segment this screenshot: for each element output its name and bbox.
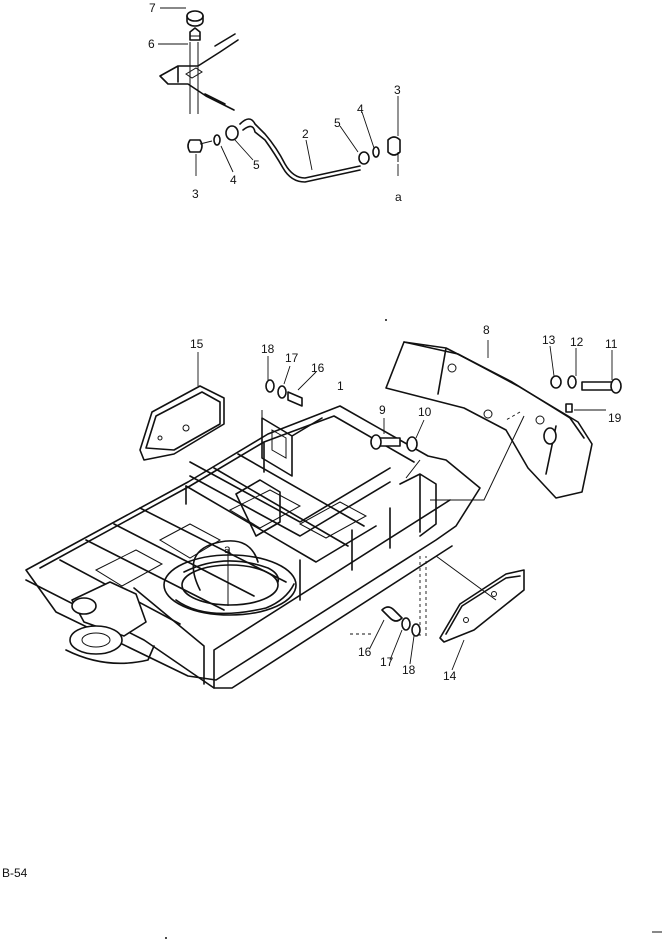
washer-part-13 (550, 375, 562, 389)
callout-12: 12 (570, 335, 584, 349)
page-reference: B-54 (2, 866, 28, 880)
callout-17-bottom: 17 (380, 655, 394, 669)
hardware-set (265, 345, 622, 665)
washer-part-4-left (213, 134, 221, 146)
nut-part-5-right (358, 151, 370, 165)
cover-part-15 (139, 352, 225, 461)
callout-11: 11 (605, 337, 618, 351)
scan-marks (165, 319, 662, 939)
washer-part-12 (567, 375, 577, 389)
callout-8: 8 (483, 323, 490, 337)
callout-labels: 7 6 3 4 5 2 5 4 3 a 15 18 17 16 1 8 13 1… (148, 1, 622, 683)
callout-a-upper: a (395, 190, 402, 204)
reference-lines (261, 410, 525, 601)
cover-part-14 (439, 569, 525, 671)
callout-18-bottom: 18 (402, 663, 416, 677)
elbow-part-3-left (187, 139, 203, 153)
callout-4-right: 4 (357, 102, 364, 116)
revolving-frame-assembly (25, 405, 481, 689)
callout-6: 6 (148, 37, 155, 51)
bolt-part-16-top (287, 391, 303, 407)
tube-part-2 (239, 118, 361, 179)
callout-3-left: 3 (192, 187, 199, 201)
callout-16-bottom: 16 (358, 645, 372, 659)
callout-14: 14 (443, 669, 457, 683)
frame-part-1 (25, 405, 481, 681)
washer-part-10 (406, 436, 418, 452)
callout-16-top: 16 (311, 361, 325, 375)
callout-17-top: 17 (285, 351, 299, 365)
callout-2: 2 (302, 127, 309, 141)
callout-4-left: 4 (230, 173, 237, 187)
lockwasher-part-18-top (265, 379, 275, 393)
callout-10: 10 (418, 405, 432, 419)
callout-3-right: 3 (394, 83, 401, 97)
upper-line-assembly (158, 7, 401, 183)
callout-5-left: 5 (253, 158, 260, 172)
callout-18-top: 18 (261, 342, 275, 356)
callout-9: 9 (379, 403, 386, 417)
cap-part-7 (186, 10, 204, 22)
callout-19: 19 (608, 411, 622, 425)
bracket-plate (159, 33, 239, 111)
pin-part-19 (565, 403, 573, 413)
cover-part-8 (385, 340, 593, 499)
callout-a-lower: a (224, 542, 231, 556)
callout-13: 13 (542, 333, 556, 347)
elbow-part-3-right (387, 136, 401, 156)
washer-part-17-bottom (401, 617, 411, 631)
callout-5-right: 5 (334, 116, 341, 130)
callout-7: 7 (149, 1, 156, 15)
nut-part-5-left (225, 125, 239, 141)
callout-15: 15 (190, 337, 204, 351)
lockwasher-part-18-bottom (411, 623, 421, 637)
bolt-part-11 (581, 381, 613, 391)
callout-1: 1 (337, 379, 344, 393)
fitting-part-6 (189, 27, 201, 41)
washer-part-17-top (277, 385, 287, 399)
bolt-part-16-bottom (381, 606, 403, 622)
washer-part-4-right (372, 146, 380, 158)
